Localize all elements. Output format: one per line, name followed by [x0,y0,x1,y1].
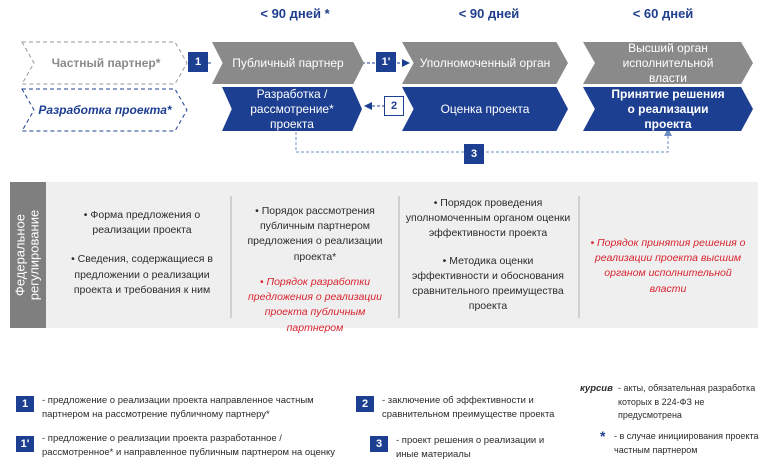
step-1-badge: 1 [188,52,208,72]
reg-col2-item-1: • Порядок рассмотрения публичным партнер… [247,205,383,263]
reg-col1-item-1: • Форма предложения о реализации проекта [83,209,201,237]
divider-2 [398,196,400,318]
executive-body-chevron: Высший орган исполнительной власти [583,42,753,84]
legend-3-text: - проект решения о реализации и иные мат… [396,435,545,461]
legend-star-label: * [600,428,606,444]
divider-1 [230,196,232,318]
divider-3 [578,196,580,318]
deadline-3: < 60 дней [632,6,694,21]
legend-italic-text: - акты, обязательная разработка которых … [618,383,756,420]
regulation-col-3: • Порядок проведения уполномоченным орга… [404,196,572,328]
reg-col4-item-red: • Порядок принятия решения о реализации … [590,237,746,295]
reg-col3-item-1: • Порядок проведения уполномоченным орга… [405,197,571,240]
dev-review-chevron: Разработка / рассмотрение* проекта [222,87,362,131]
legend-1-prime-badge: 1' [16,436,34,452]
legend-star-text: - в случае инициирования проекта частным… [614,431,759,455]
legend-1-badge: 1 [16,396,34,412]
public-partner-chevron: Публичный партнер [212,42,364,84]
deadline-2: < 90 дней [458,6,520,21]
regulation-col-1: • Форма предложения о реализации проекта… [60,208,224,340]
reg-col3-item-2: • Методика оценки эффективности и обосно… [412,254,564,313]
step-1-prime-badge: 1' [376,52,396,72]
regulation-side-bar [10,182,46,328]
legend-2-text: - заключение об эффективности и сравните… [382,395,555,421]
deadline-1: < 90 дней * [260,6,330,21]
regulation-side-label: Федеральное регулирование [12,209,42,301]
regulation-col-4: • Порядок принятия решения о реализации … [586,236,750,368]
legend-3-badge: 3 [370,436,388,452]
regulation-col-2: • Порядок рассмотрения публичным партнер… [238,204,392,336]
legend-1-prime-text: - предложение о реализации проекта разра… [42,433,336,459]
regulation-panel [10,182,758,328]
private-partner-label: Частный партнер* [51,56,161,70]
legend-1-text: - предложение о реализации проекта напра… [42,395,314,421]
legend-italic-label: курсив [580,383,613,394]
authorized-body-chevron: Уполномоченный орган [402,42,568,84]
evaluation-chevron: Оценка проекта [402,87,568,131]
step-3-badge: 3 [464,144,484,164]
legend-2-badge: 2 [356,396,374,412]
reg-col1-item-2: • Сведения, содержащиеся в предложении о… [71,253,213,296]
project-development-label: Разработка проекта* [38,103,172,117]
decision-chevron: Принятие решения о реализации проекта [583,87,753,131]
reg-col2-item-red: • Порядок разработки предложения о реали… [248,275,382,334]
step-2-badge: 2 [384,96,404,116]
